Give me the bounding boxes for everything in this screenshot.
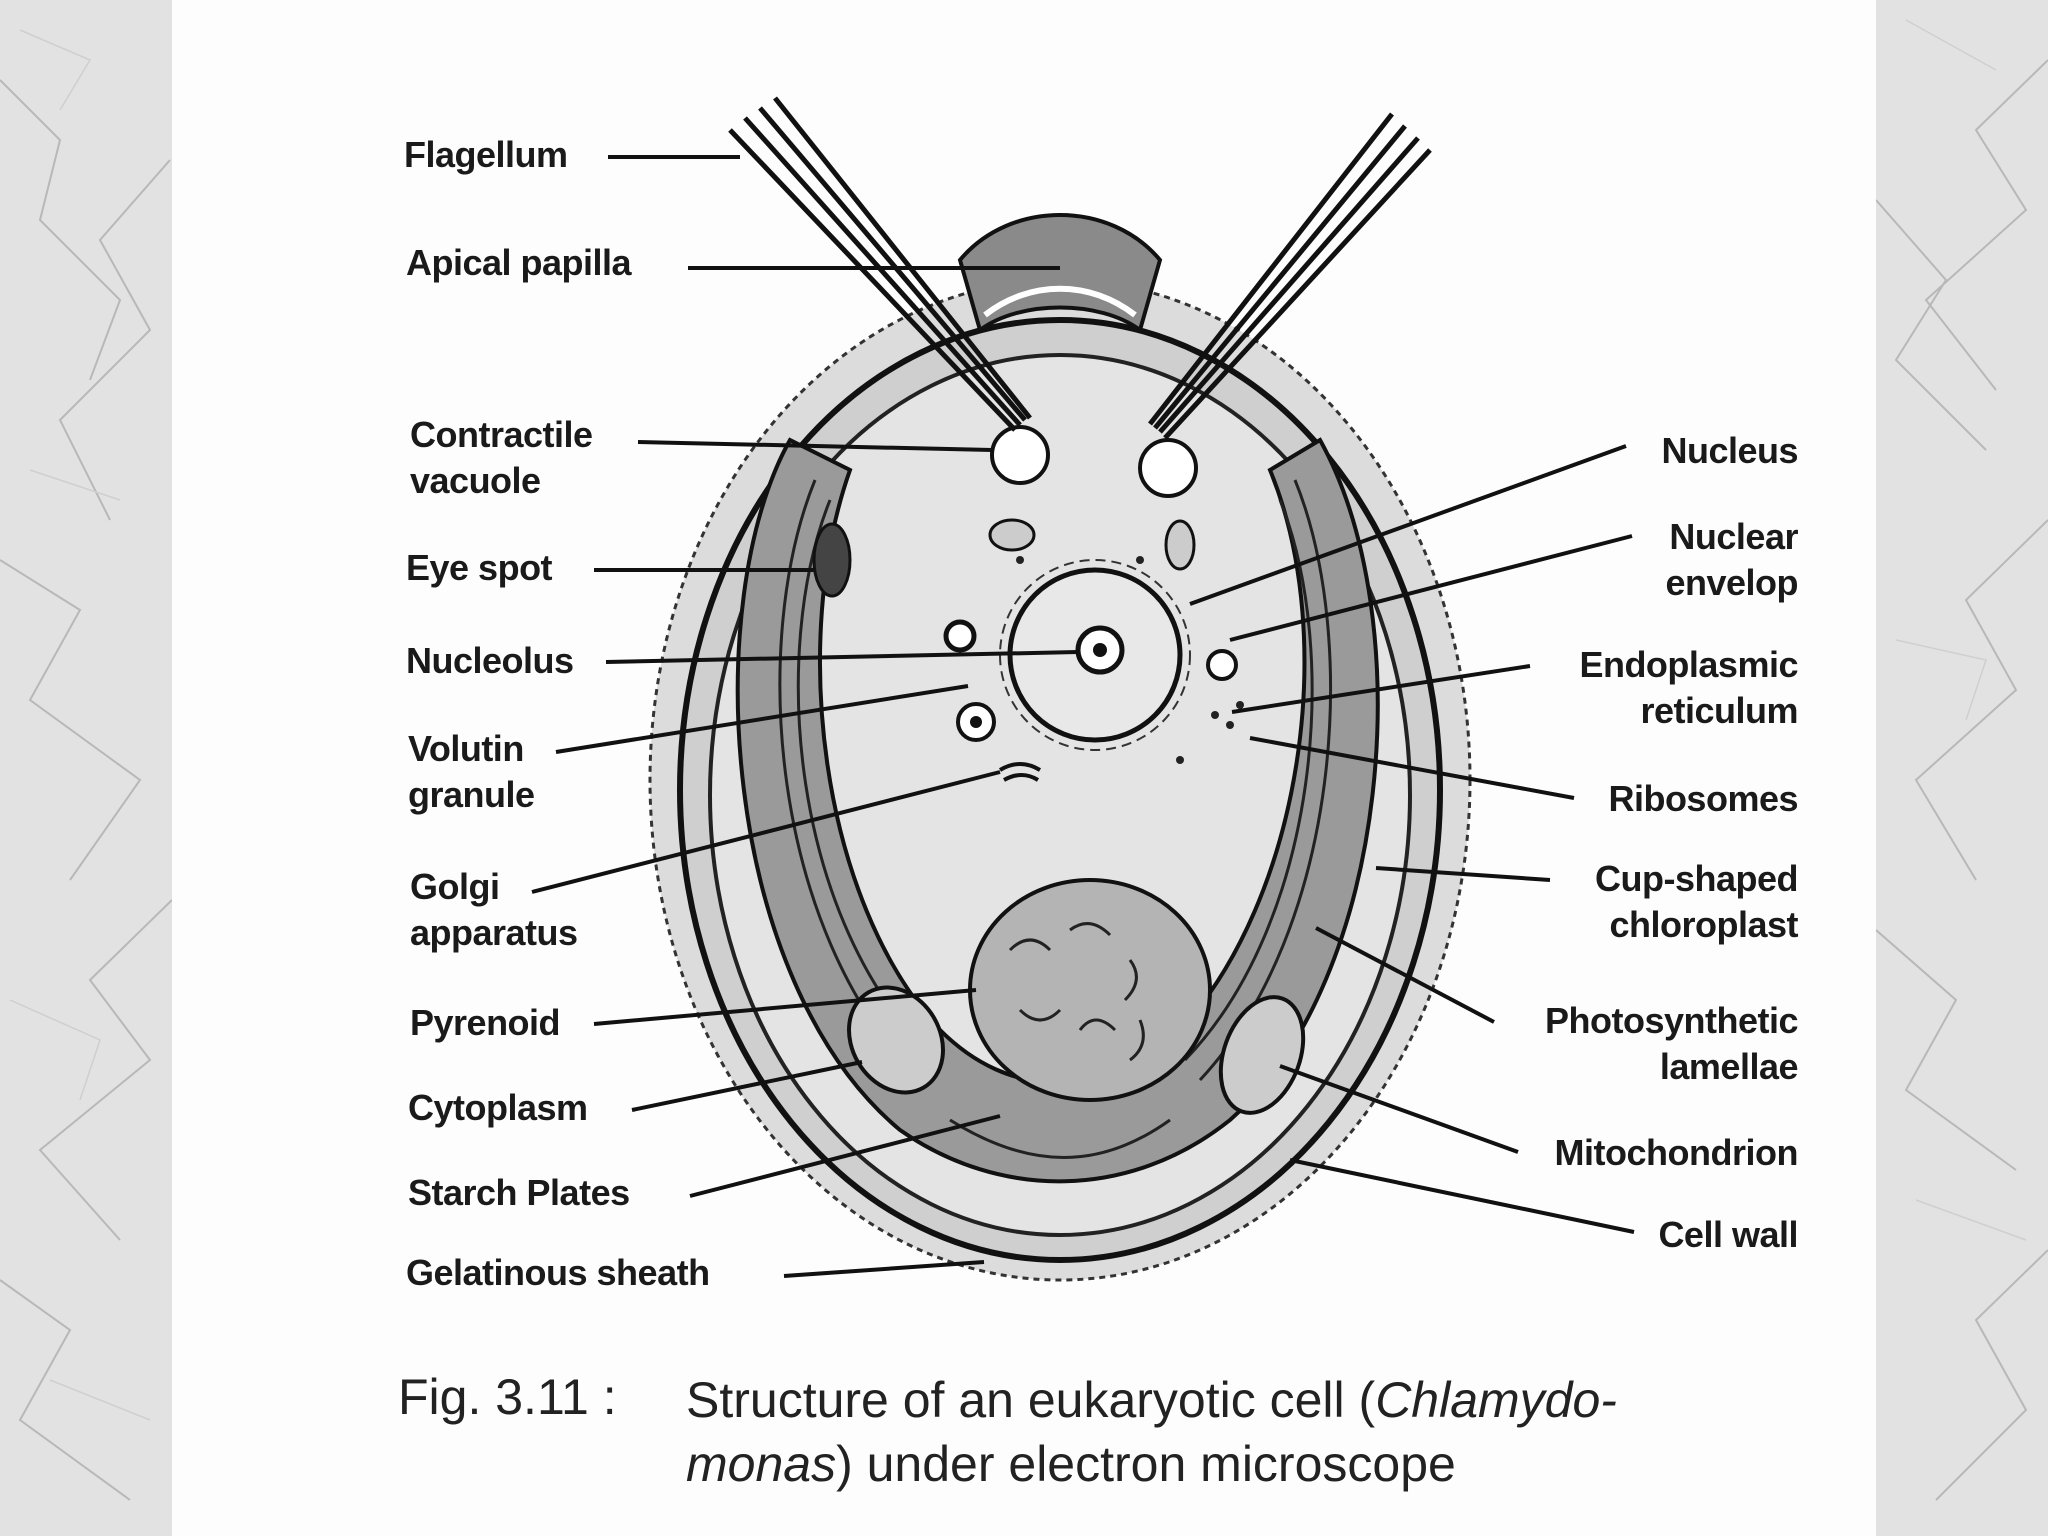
label-nucleus: Nucleus (1661, 430, 1798, 471)
pyrenoid-shape (968, 878, 1212, 1102)
label-cell-wall: Cell wall (1658, 1214, 1798, 1255)
figure-caption-number: Fig. 3.11 : (398, 1369, 617, 1425)
label-eye-spot: Eye spot (406, 547, 553, 588)
label-gelatinous-sheath: Gelatinous sheath (406, 1252, 710, 1293)
contractile-vacuole-shape-left (990, 425, 1050, 485)
label-apical-papilla: Apical papilla (406, 242, 632, 283)
flagella-shapes (728, 96, 1432, 440)
eye-spot-shape (812, 522, 852, 598)
label-nucleolus: Nucleolus (406, 640, 574, 681)
leader-lines-right (1189, 444, 1635, 1234)
marble-background-left (0, 0, 172, 1536)
starch-plate-marks (1008, 922, 1145, 1062)
label-ribosomes: Ribosomes (1608, 778, 1798, 819)
label-flagellum: Flagellum (404, 134, 568, 175)
ribosome-dots (1016, 556, 1244, 764)
figure-caption: Structure of an eukaryotic cell (Chlamyd… (686, 1372, 1617, 1492)
leader-lines (531, 155, 1079, 1278)
marble-background-right (1876, 0, 2048, 1536)
golgi-apparatus-shape (998, 762, 1042, 782)
label-starch-plates: Starch Plates (408, 1172, 630, 1213)
label-pyrenoid: Pyrenoid (410, 1002, 561, 1043)
label-cytoplasm: Cytoplasm (408, 1087, 588, 1128)
label-mitochondrion: Mitochondrion (1554, 1132, 1799, 1173)
mitochondrion-shape (1218, 995, 1306, 1115)
contractile-vacuole-shape-right (1138, 438, 1198, 498)
